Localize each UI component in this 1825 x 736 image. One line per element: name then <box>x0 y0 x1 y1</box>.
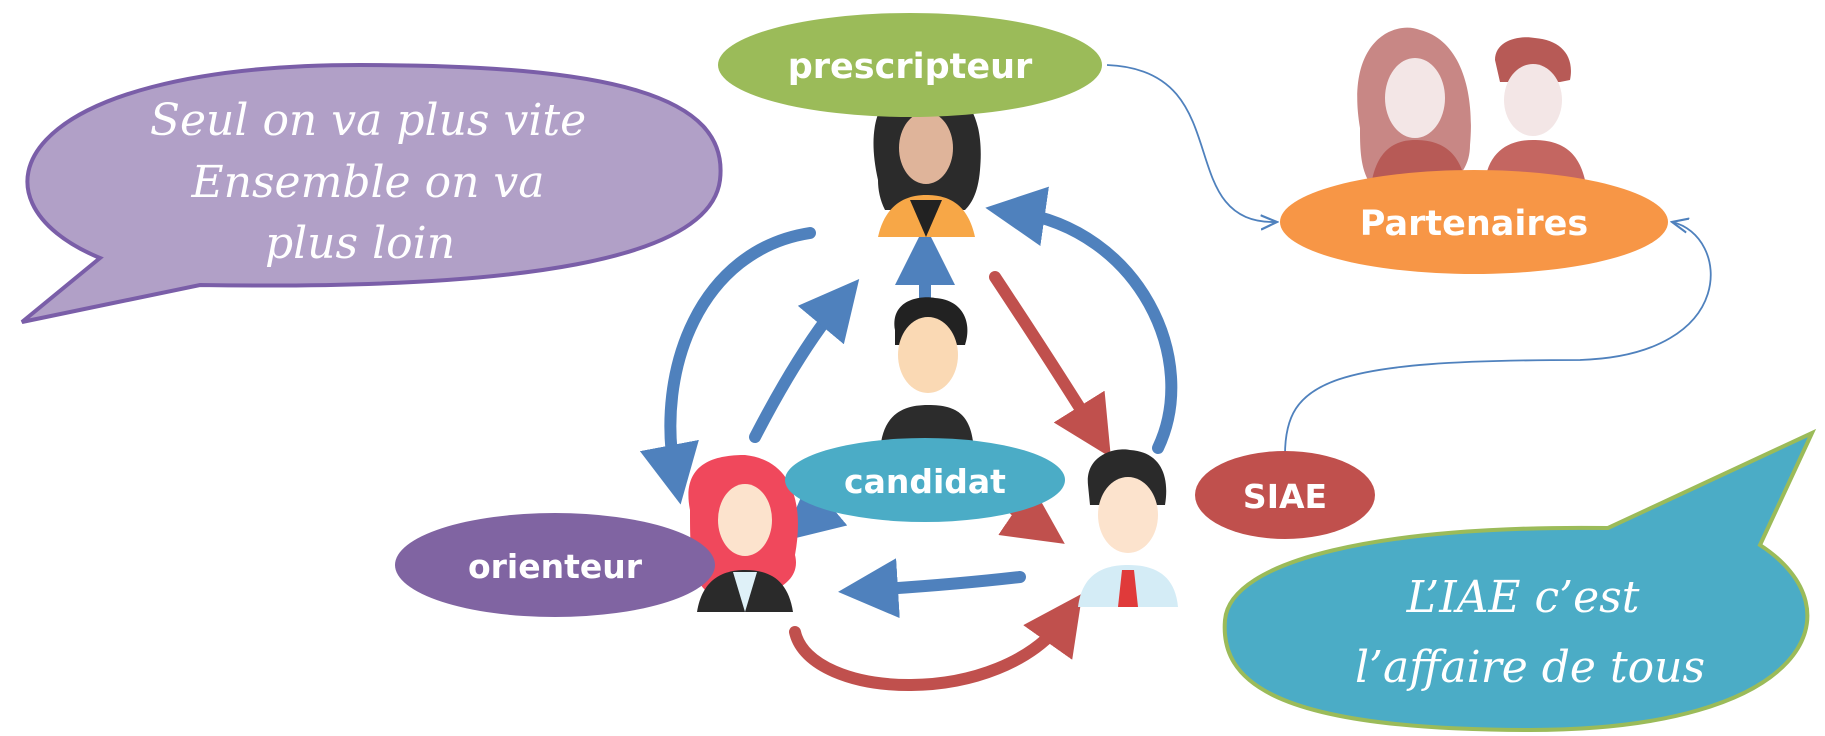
left-bubble-line-2: Ensemble on va <box>191 157 545 208</box>
candidat-person-icon <box>880 297 974 452</box>
arrow-prescripteur-to-salarie <box>989 271 1111 458</box>
orienteur-person-icon <box>688 455 798 612</box>
left-bubble-line-3: plus loin <box>265 218 455 269</box>
node-prescripteur: prescripteur <box>718 13 1102 117</box>
connector-lines <box>1106 64 1712 456</box>
node-candidat: candidat <box>785 438 1065 522</box>
right-speech-bubble: L’IAE c’est l’affaire de tous <box>1222 428 1817 733</box>
svg-text:L’IAE c’est l’affaire de: L’IAE c’est l’affaire de tous <box>1355 572 1705 693</box>
partners-icon <box>1357 27 1585 180</box>
node-siae: SIAE <box>1195 451 1375 539</box>
arrow-candidat-to-salarie <box>998 485 1065 544</box>
left-speech-bubble: Seul on va plus vite Ensemble on va plus… <box>20 62 723 324</box>
left-bubble-line-1: Seul on va plus vite <box>150 95 586 146</box>
label-siae: SIAE <box>1243 477 1327 516</box>
arrow-prescripteur-to-orienteur <box>639 227 816 505</box>
arrow-orienteur-to-salarie <box>789 593 1083 691</box>
arrow-salarie-to-prescripteur <box>985 186 1178 454</box>
connector-siae-partenaires <box>1284 222 1712 456</box>
connector-prescripteur-partenaires <box>1106 64 1277 222</box>
svg-text:Seul on va plus vite Ens: Seul on va plus vite Ensemble on va plus… <box>150 95 600 269</box>
right-bubble-line-2: l’affaire de tous <box>1355 642 1705 693</box>
salarie-person-icon <box>1078 449 1178 607</box>
node-orienteur: orienteur <box>395 513 715 617</box>
label-orienteur: orienteur <box>468 547 643 586</box>
arrow-salarie-to-orienteur <box>838 558 1026 619</box>
label-candidat: candidat <box>844 462 1006 501</box>
label-prescripteur: prescripteur <box>788 47 1033 87</box>
arrow-orienteur-to-prescripteur <box>749 278 860 443</box>
right-bubble-line-1: L’IAE c’est <box>1406 572 1640 623</box>
label-partenaires: Partenaires <box>1360 204 1588 244</box>
node-partenaires: Partenaires <box>1280 170 1668 274</box>
